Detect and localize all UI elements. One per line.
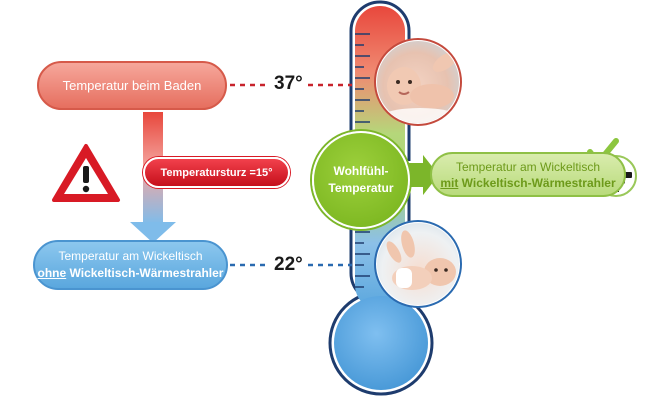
bathing-temperature-value: 37° (274, 73, 303, 94)
thermometer-bulb-fill (334, 296, 428, 390)
warning-triangle-icon (52, 144, 120, 202)
with-heater-label-box: Temperatur am Wickeltisch mit Wickeltisc… (430, 152, 626, 197)
comfort-label-line1: Wohlfühl- (333, 164, 389, 178)
comfort-temperature-circle: Wohlfühl- Temperatur (312, 131, 410, 229)
bathing-temperature-label-box: Temperatur beim Baden (37, 61, 227, 110)
baby-changing-table-photo (374, 220, 462, 308)
without-heater-label-box: Temperatur am Wickeltisch ohne Wickeltis… (33, 240, 228, 290)
without-heater-line2: Wickeltisch-Wärmestrahler (66, 266, 224, 280)
baby-bathing-photo (374, 38, 462, 126)
with-heater-line2: Wickeltisch-Wärmestrahler (458, 175, 616, 190)
without-heater-line1: Temperatur am Wickeltisch (58, 249, 203, 263)
temperature-drop-label: Temperatursturz =15° (160, 166, 273, 179)
without-heater-keyword: ohne (37, 266, 67, 280)
changing-table-temperature-value: 22° (274, 254, 303, 275)
temperature-drop-label-box: Temperatursturz =15° (143, 157, 290, 188)
with-heater-keyword: mit (440, 175, 459, 190)
with-heater-line1: Temperatur am Wickeltisch (455, 159, 601, 174)
comfort-label-line2: Temperatur (328, 181, 394, 195)
bathing-temperature-label: Temperatur beim Baden (62, 78, 202, 93)
